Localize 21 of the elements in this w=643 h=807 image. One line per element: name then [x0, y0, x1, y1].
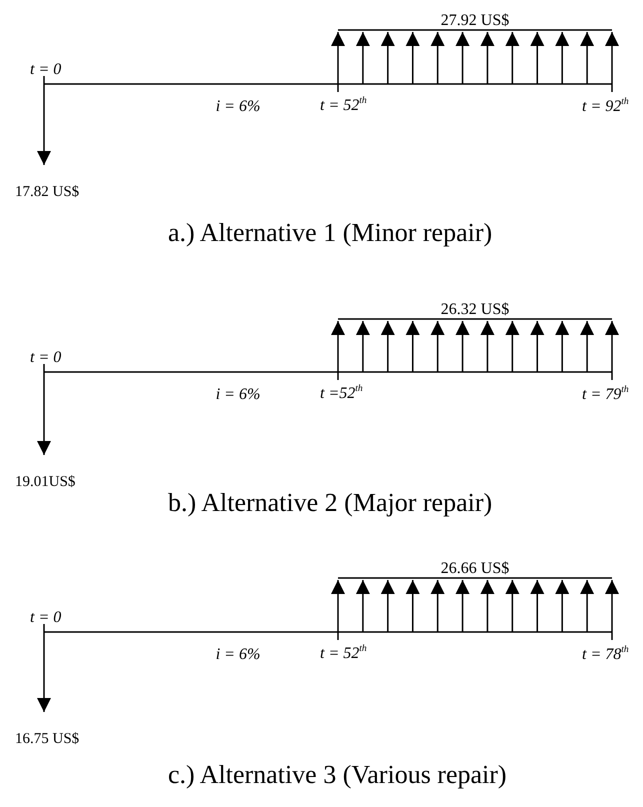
cash-flow-value: 19.01US$	[15, 475, 76, 490]
time-label: t =52$^{th}$	[320, 386, 363, 402]
time-label: t = 52$^{th}$	[320, 98, 367, 114]
time-label: t = 78$^{th}$	[582, 647, 629, 663]
time-label: t = 52$^{th}$	[320, 646, 367, 662]
time-label: t = 92$^{th}$	[582, 99, 629, 115]
time-label: t = 79$^{th}$	[582, 387, 629, 403]
cash-flow-value: 16.75 US$	[15, 732, 80, 747]
interest-rate-label: i = 6%	[216, 647, 260, 663]
alternative-caption: a.) Alternative 1 (Minor repair)	[168, 220, 492, 246]
time-label: t = 0	[30, 350, 62, 366]
cash-flow-value: 27.92 US$	[440, 13, 510, 29]
cash-flow-value: 17.82 US$	[15, 185, 80, 200]
alternative-caption: b.) Alternative 2 (Major repair)	[168, 490, 492, 516]
cash-flow-value: 26.32 US$	[440, 302, 510, 318]
interest-rate-label: i = 6%	[216, 387, 260, 403]
time-label: t = 0	[30, 62, 62, 78]
time-label: t = 0	[30, 610, 62, 626]
interest-rate-label: i = 6%	[216, 99, 260, 115]
alternative-caption: c.) Alternative 3 (Various repair)	[168, 762, 507, 788]
cash-flow-value: 26.66 US$	[440, 561, 510, 577]
